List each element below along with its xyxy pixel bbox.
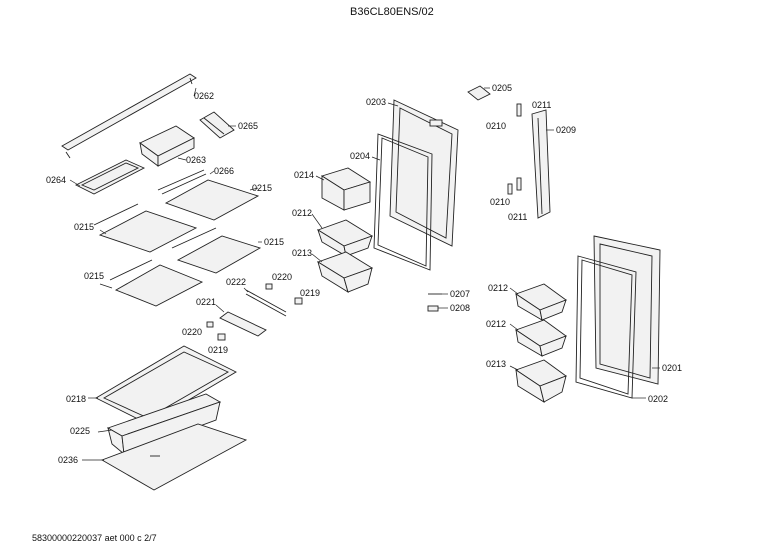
part-mullion-0209 xyxy=(531,109,551,219)
callout-0264: 0264 xyxy=(46,175,66,185)
callout-0211: 0211 xyxy=(508,212,527,222)
callout-0219: 0219 xyxy=(300,288,320,298)
part-door-bin-0212-right-b xyxy=(515,319,567,357)
callout-0208: 0208 xyxy=(450,303,470,313)
callout-0221: 0221 xyxy=(196,297,216,307)
callout-0215: 0215 xyxy=(252,183,272,193)
callout-0262: 0262 xyxy=(194,91,214,101)
callout-0205: 0205 xyxy=(492,83,512,93)
callout-0207: 0207 xyxy=(450,289,470,299)
part-shelf-0215-right-b xyxy=(171,227,262,274)
part-door-0201 xyxy=(593,235,661,385)
part-bin-0214 xyxy=(320,167,372,211)
callout-0215: 0215 xyxy=(74,222,94,232)
part-clips xyxy=(206,283,303,341)
callout-0213: 0213 xyxy=(486,359,506,369)
callout-0214: 0214 xyxy=(294,170,314,180)
part-door-0203 xyxy=(389,99,459,247)
callout-0220: 0220 xyxy=(272,272,292,282)
callout-0218: 0218 xyxy=(66,394,86,404)
drawing-reference: 58300000220037 aet 000 c 2/7 xyxy=(32,533,157,543)
callout-0225: 0225 xyxy=(70,426,90,436)
part-clips-0210-0211 xyxy=(507,103,522,195)
callout-0236: 0236 xyxy=(58,455,78,465)
part-glass-shelf-0218 xyxy=(95,345,237,425)
part-block-0205 xyxy=(467,85,491,101)
callout-0201: 0201 xyxy=(662,363,682,373)
callout-0213: 0213 xyxy=(292,248,312,258)
callout-0212: 0212 xyxy=(486,319,506,329)
part-bracket-0265 xyxy=(199,111,235,139)
part-door-bin-0212-right-a xyxy=(515,283,567,321)
callout-0263: 0263 xyxy=(186,155,206,165)
callout-0266: 0266 xyxy=(214,166,234,176)
callout-0210: 0210 xyxy=(490,197,510,207)
callout-0203: 0203 xyxy=(366,97,386,107)
callout-0265: 0265 xyxy=(238,121,258,131)
part-bin-0263 xyxy=(139,125,195,167)
callout-0215: 0215 xyxy=(264,237,284,247)
diagram-title: B36CL80ENS/02 xyxy=(350,6,434,18)
callout-0219: 0219 xyxy=(208,345,228,355)
part-shelf-0215-left-a xyxy=(93,203,198,253)
part-door-bin-0213-right xyxy=(515,359,567,403)
part-rail-0262 xyxy=(61,73,197,159)
part-drawer-0225 xyxy=(106,393,222,456)
callout-0212: 0212 xyxy=(488,283,508,293)
part-rail-0222 xyxy=(219,289,287,337)
callout-0211: 0211 xyxy=(532,100,551,110)
callout-0215: 0215 xyxy=(84,271,104,281)
part-door-bin-0213-left xyxy=(316,251,374,293)
part-hinge-pins xyxy=(427,293,442,312)
part-gasket-0204 xyxy=(373,133,433,271)
part-tray-0264 xyxy=(74,159,146,195)
callout-0220: 0220 xyxy=(182,327,202,337)
callout-0210: 0210 xyxy=(486,121,506,131)
part-cover-0236 xyxy=(100,423,248,491)
part-door-bin-0212-left xyxy=(316,219,374,257)
part-shelf-0215-left-c xyxy=(109,259,204,307)
callout-0212: 0212 xyxy=(292,208,312,218)
part-shelf-0215-upper xyxy=(157,169,260,221)
callout-0202: 0202 xyxy=(648,394,668,404)
callout-0222: 0222 xyxy=(226,277,246,287)
callout-0204: 0204 xyxy=(350,151,370,161)
callout-0209: 0209 xyxy=(556,125,576,135)
